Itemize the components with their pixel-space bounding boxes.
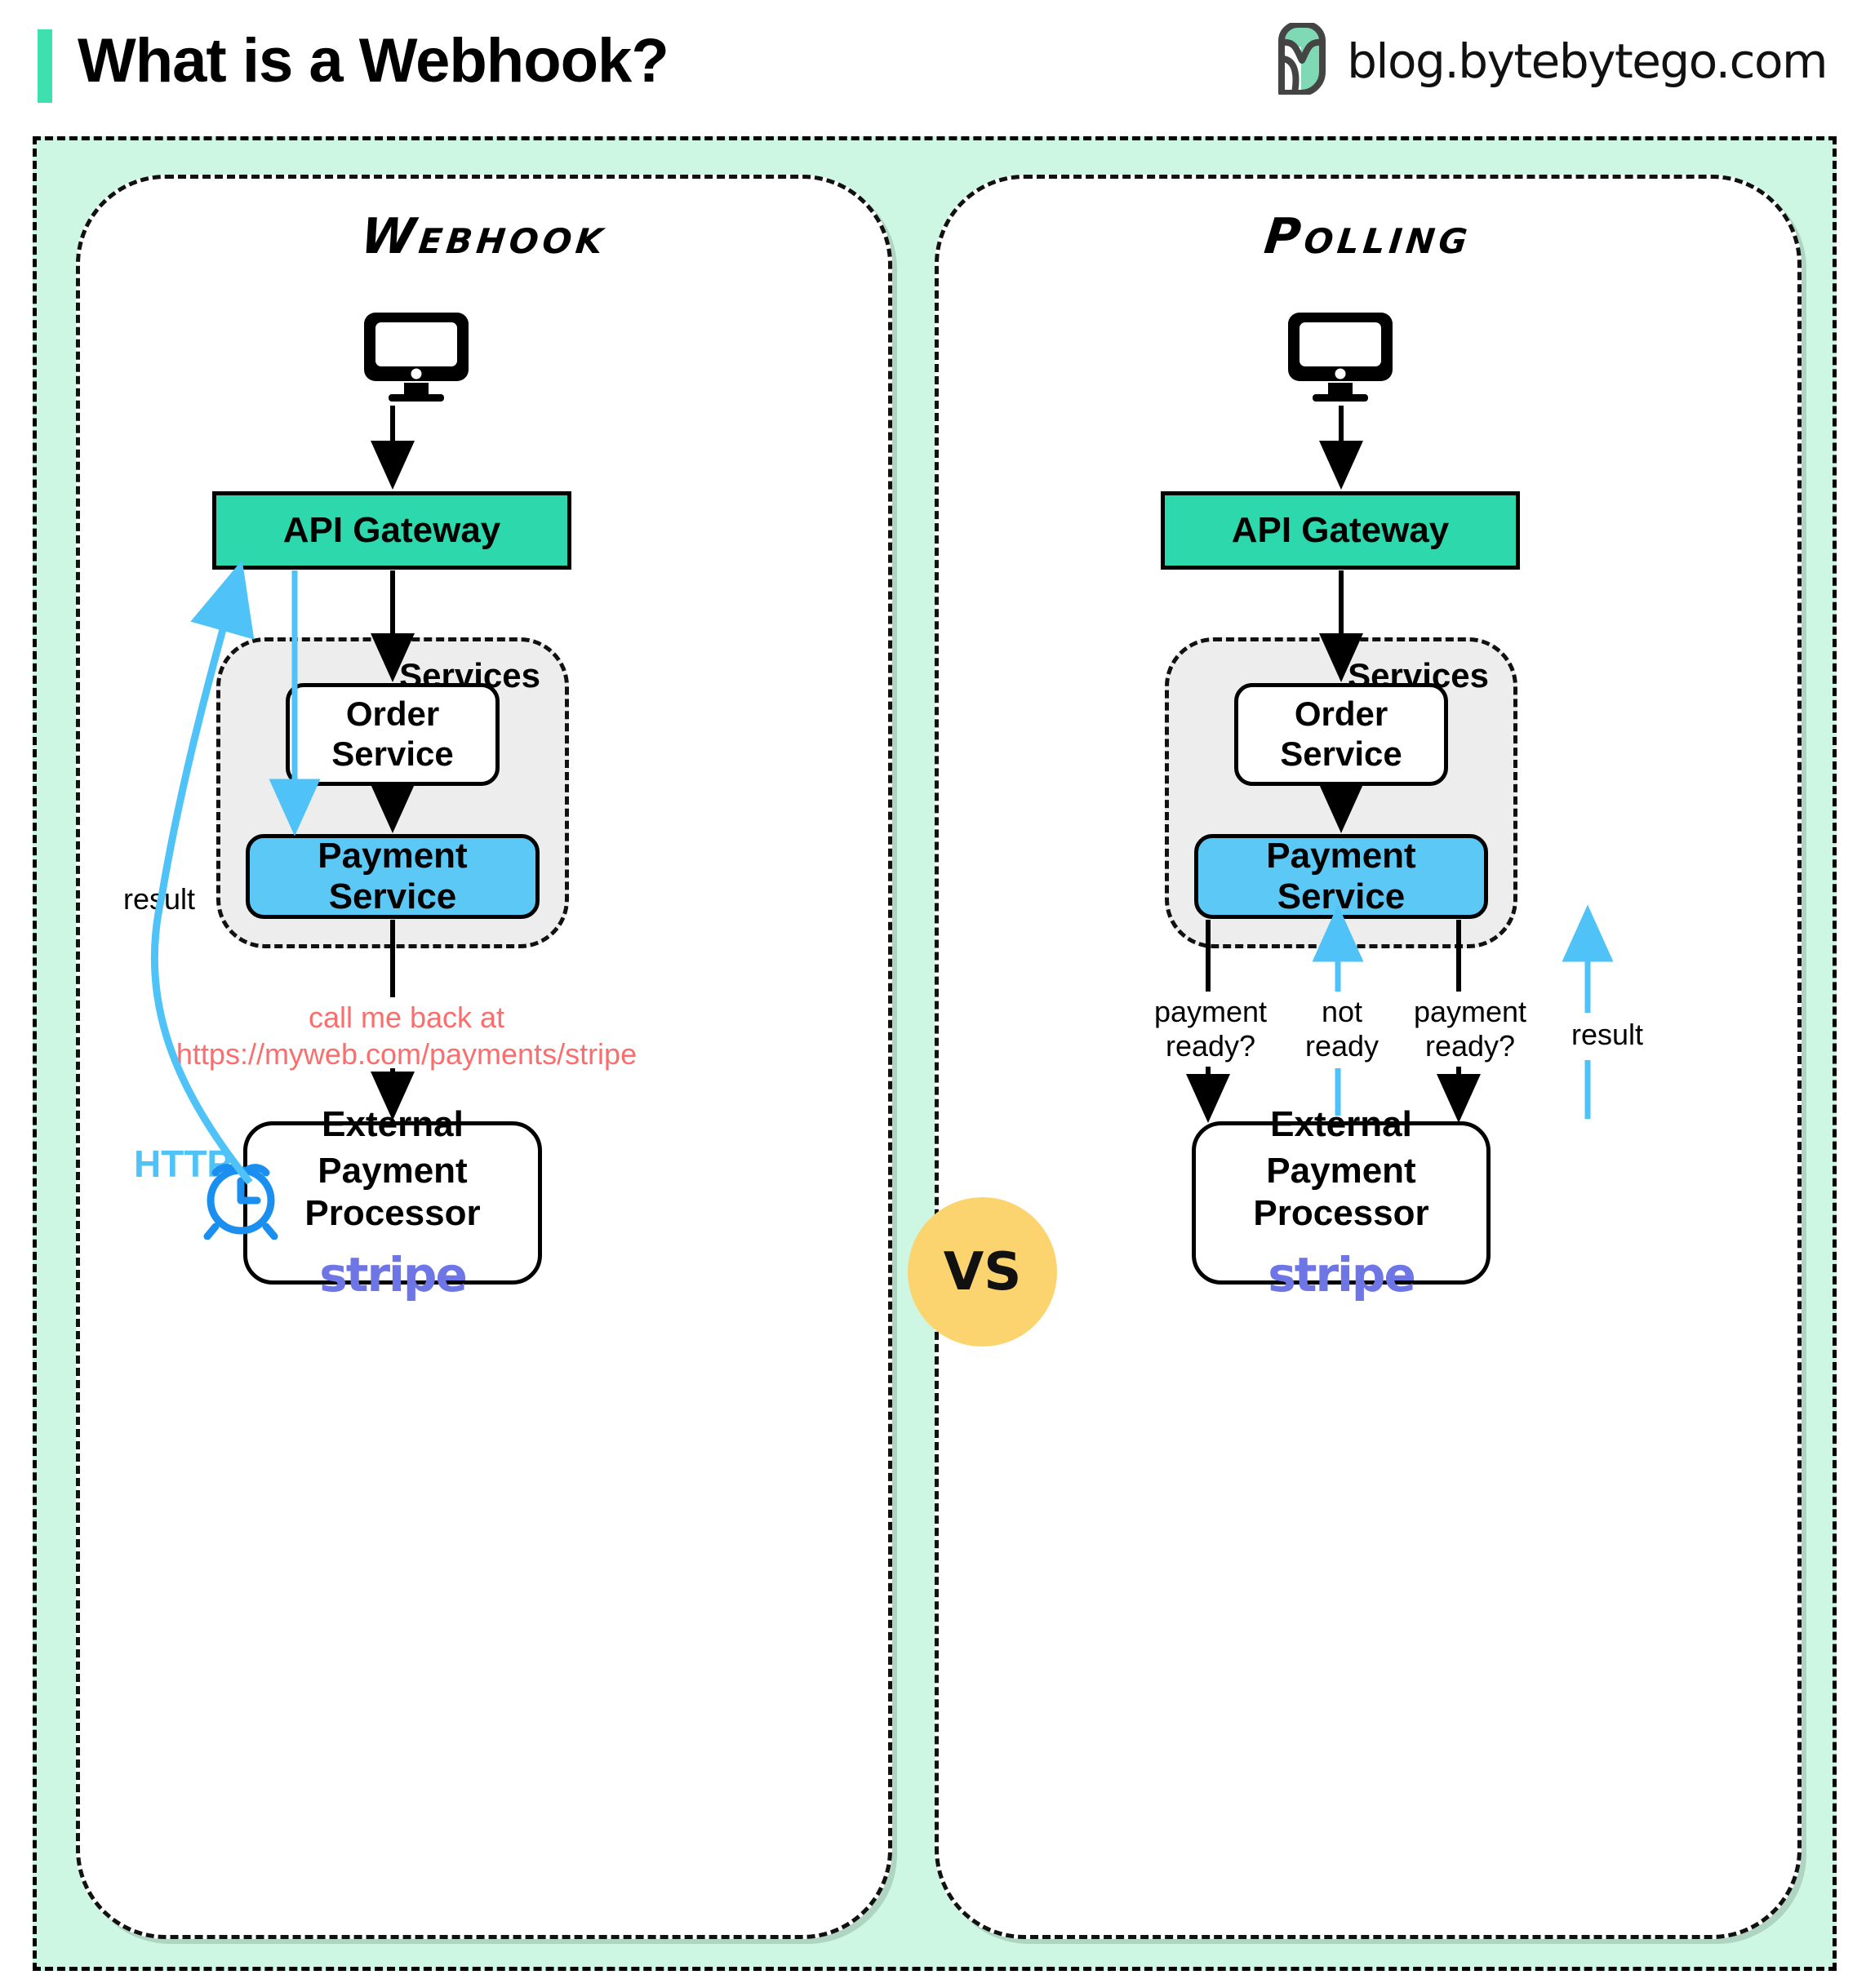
polling-label-1-line2: ready? (1165, 1029, 1256, 1063)
polling-label-3-line1: payment (1413, 995, 1527, 1028)
polling-label-1-line1: payment (1153, 995, 1268, 1028)
webhook-callback-line2: https://myweb.com/payments/stripe (175, 1037, 638, 1071)
webhook-external-line2: Payment Processor (304, 1151, 481, 1233)
page-title: What is a Webhook? (78, 26, 669, 95)
webhook-order-service-box[interactable]: Order Service (286, 683, 500, 786)
polling-label-2-line2: ready (1304, 1029, 1380, 1063)
webhook-api-gateway-box[interactable]: API Gateway (212, 491, 571, 570)
polling-label-3-line2: ready? (1424, 1029, 1516, 1063)
polling-label-2-line1: not (1321, 995, 1363, 1028)
polling-external-line2: Payment Processor (1253, 1151, 1429, 1233)
polling-panel-title: Polling (1261, 208, 1475, 265)
webhook-panel-title: Webhook (358, 208, 611, 265)
webhook-external-line1: External (322, 1104, 464, 1145)
webhook-external-processor-box[interactable]: External Payment Processor stripe (243, 1104, 542, 1302)
alarm-clock-icon (196, 1150, 286, 1240)
webhook-payment-service-box[interactable]: Payment Service (246, 834, 540, 919)
webhook-callback-line1: call me back at (308, 1001, 505, 1034)
vs-badge: VS (908, 1197, 1057, 1347)
polling-panel: Polling API Gateway Services (935, 175, 1802, 1939)
polling-external-processor-box[interactable]: External Payment Processor stripe (1192, 1104, 1491, 1302)
brand-url[interactable]: blog.bytebytego.com (1347, 33, 1828, 89)
webhook-callback-note: call me back at https://myweb.com/paymen… (96, 999, 717, 1072)
polling-order-service-line1: Order (1294, 694, 1388, 734)
comparison-frame: Webhook API Gateway Services (33, 136, 1837, 1971)
polling-label-payment-ready-1: payment ready? (1133, 995, 1288, 1064)
webhook-order-service-line1: Order (345, 694, 440, 734)
polling-payment-service-box[interactable]: Payment Service (1194, 834, 1488, 919)
polling-label-result: result (1571, 1018, 1644, 1051)
polling-order-service-box[interactable]: Order Service (1234, 683, 1448, 786)
title-accent-bar (38, 29, 52, 103)
polling-api-gateway-box[interactable]: API Gateway (1161, 491, 1520, 570)
page-header: What is a Webhook? blog.bytebytego.com (0, 0, 1866, 135)
desktop-monitor-icon (359, 309, 473, 403)
polling-api-gateway-label: API Gateway (1231, 510, 1450, 550)
polling-external-line1: External (1270, 1104, 1412, 1145)
polling-payment-service-label: Payment Service (1266, 836, 1416, 916)
stripe-logo: stripe (319, 1246, 468, 1302)
webhook-order-service-line2: Service (331, 734, 454, 773)
polling-label-payment-ready-2: payment ready? (1393, 995, 1548, 1064)
polling-label-not-ready: not ready (1285, 995, 1399, 1064)
polling-order-service-line2: Service (1280, 734, 1402, 773)
bytebytego-leaf-logo-icon (1275, 21, 1329, 99)
stripe-logo: stripe (1268, 1246, 1416, 1302)
desktop-monitor-icon (1283, 309, 1397, 403)
webhook-panel: Webhook API Gateway Services (76, 175, 892, 1939)
brand-block: blog.bytebytego.com (1275, 21, 1828, 99)
webhook-payment-service-label: Payment Service (318, 836, 468, 916)
webhook-result-label: result (122, 882, 196, 916)
webhook-api-gateway-label: API Gateway (282, 510, 501, 550)
